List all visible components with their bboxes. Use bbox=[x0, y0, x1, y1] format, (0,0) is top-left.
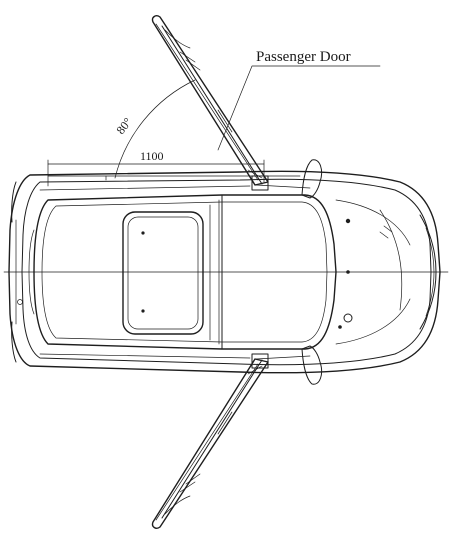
body-outline bbox=[8, 170, 441, 374]
width-dimension bbox=[47, 159, 301, 187]
angle-label: 80° bbox=[113, 115, 134, 137]
mirror-upper bbox=[301, 159, 323, 199]
sunroof bbox=[122, 211, 204, 335]
body-inner-outline bbox=[21, 178, 432, 366]
door-label: Passenger Door bbox=[256, 49, 351, 65]
opening-angle-indicator bbox=[105, 79, 196, 181]
angle-arc bbox=[114, 79, 196, 179]
dimension-label: 1100 bbox=[140, 149, 164, 163]
roof-outline bbox=[33, 194, 337, 350]
roof-inner-outline bbox=[41, 201, 328, 343]
mirror-lower bbox=[301, 345, 323, 385]
lower-passenger-door bbox=[151, 353, 269, 529]
side-mirrors bbox=[255, 159, 323, 385]
door-label-leader bbox=[217, 65, 381, 151]
